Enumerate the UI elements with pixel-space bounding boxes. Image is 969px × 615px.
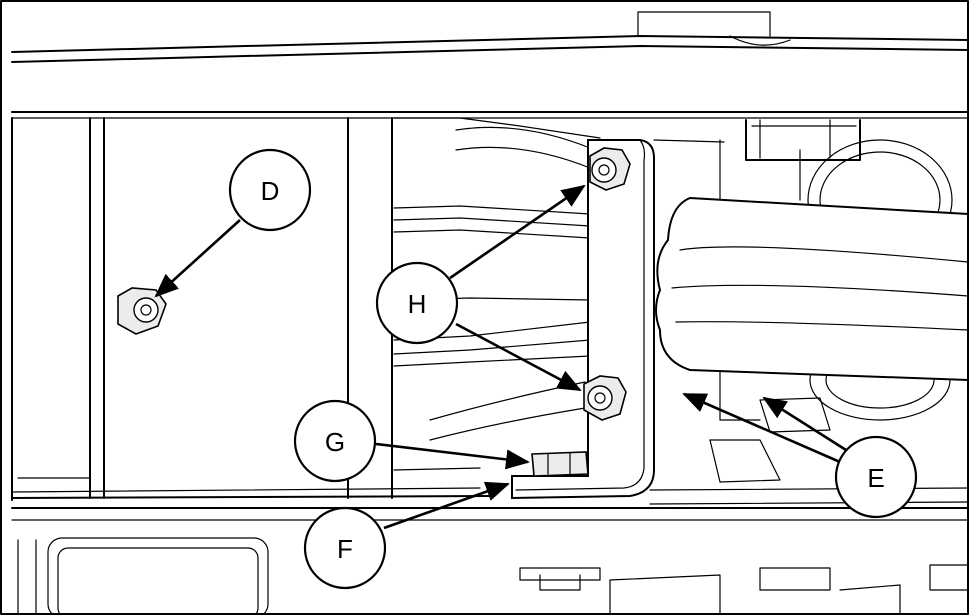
bottom-region [11,507,969,615]
leader-d [154,219,241,298]
callout-g: G [293,399,377,483]
callout-h: H [375,261,459,345]
top-plate [11,11,969,119]
leader-h-lower [455,322,582,392]
callout-e: E [834,435,918,519]
callout-e-label: E [867,463,884,493]
callout-f: F [303,506,387,590]
callout-g-label: G [325,427,345,457]
callout-d: D [228,148,312,232]
leader-f [383,481,510,530]
bolt-g [531,451,589,477]
leader-g [375,442,530,470]
arm [655,196,969,382]
callout-h-label: H [408,289,427,319]
callout-f-label: F [337,534,353,564]
nut-h-upper [589,147,631,191]
nut-d [117,287,167,335]
leader-h-upper [449,184,586,280]
leader-e-left [682,392,841,464]
leader-lines [154,184,847,530]
nut-h-lower [583,375,627,421]
leader-e-right [762,396,847,452]
callout-d-label: D [261,176,280,206]
